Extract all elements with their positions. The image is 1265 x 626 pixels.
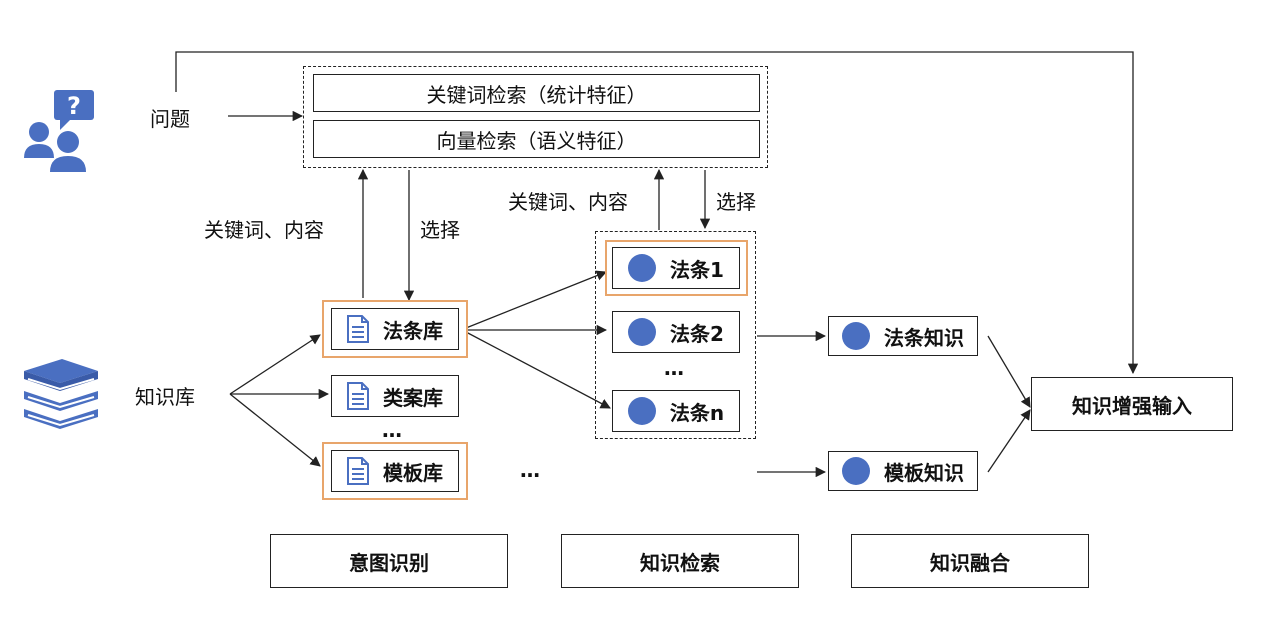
article-1-label: 法条1 <box>670 257 724 282</box>
middle-ellipsis: … <box>520 458 541 482</box>
vector-search-box: 向量检索（语义特征） <box>313 120 760 158</box>
document-icon <box>347 382 369 410</box>
keyword-search-label: 关键词检索（统计特征） <box>426 82 647 107</box>
document-icon <box>347 457 369 485</box>
user-question-icon: ? <box>24 88 100 174</box>
stage-intent-box: 意图识别 <box>270 534 508 588</box>
law-knowledge-label: 法条知识 <box>884 325 964 350</box>
law-knowledge-box: 法条知识 <box>828 316 978 356</box>
edge-label-right-down: 选择 <box>716 190 756 214</box>
template-library-box: 模板库 <box>331 450 459 492</box>
knowledge-base-label: 知识库 <box>135 385 195 409</box>
stage-retrieval-box: 知识检索 <box>561 534 799 588</box>
stage-intent-label: 意图识别 <box>349 550 429 575</box>
case-library-box: 类案库 <box>331 375 459 417</box>
template-library-label: 模板库 <box>383 460 443 485</box>
article-2-label: 法条2 <box>670 321 724 346</box>
vector-search-label: 向量检索（语义特征） <box>436 128 637 153</box>
edge-label-left-down: 选择 <box>420 218 460 242</box>
law-library-box: 法条库 <box>331 308 459 350</box>
keyword-search-box: 关键词检索（统计特征） <box>313 74 760 112</box>
filled-circle-icon <box>842 322 870 350</box>
articles-ellipsis: … <box>664 356 685 380</box>
filled-circle-icon <box>628 254 657 282</box>
article-n-label: 法条n <box>669 400 725 425</box>
search-module-group <box>303 66 768 168</box>
edge-label-right-up: 关键词、内容 <box>508 190 628 214</box>
articles-group <box>595 231 756 439</box>
filled-circle-icon <box>842 457 870 485</box>
document-icon <box>347 315 369 343</box>
template-knowledge-box: 模板知识 <box>828 451 978 491</box>
edge-label-left-up: 关键词、内容 <box>204 218 324 242</box>
article-n-box: 法条n <box>612 390 740 432</box>
filled-circle-icon <box>627 397 656 425</box>
stage-fusion-label: 知识融合 <box>930 550 1010 575</box>
law-library-label: 法条库 <box>383 318 443 343</box>
enhanced-input-box: 知识增强输入 <box>1031 377 1233 431</box>
books-stack-icon <box>22 357 100 429</box>
stage-retrieval-label: 知识检索 <box>640 550 720 575</box>
filled-circle-icon <box>628 318 657 346</box>
question-label: 问题 <box>150 107 190 131</box>
stage-fusion-box: 知识融合 <box>851 534 1089 588</box>
template-knowledge-label: 模板知识 <box>884 460 964 485</box>
library-ellipsis: … <box>382 418 403 442</box>
case-library-label: 类案库 <box>383 385 443 410</box>
article-1-box: 法条1 <box>612 247 740 289</box>
enhanced-input-label: 知识增强输入 <box>1072 393 1192 418</box>
article-2-box: 法条2 <box>612 311 740 353</box>
svg-text:?: ? <box>67 92 81 120</box>
